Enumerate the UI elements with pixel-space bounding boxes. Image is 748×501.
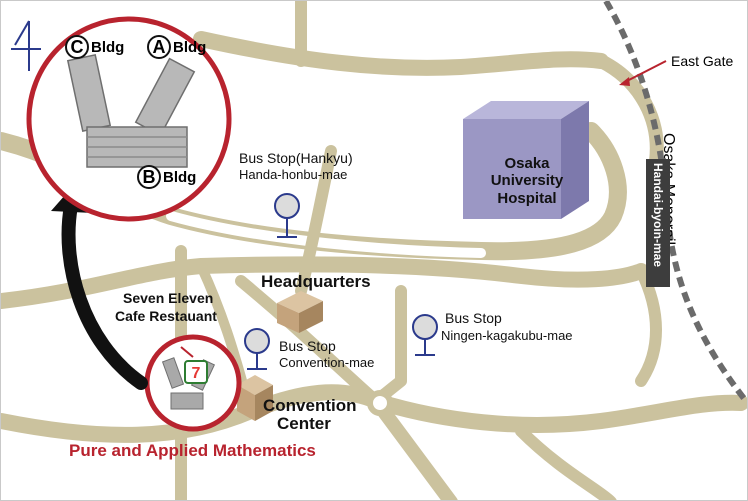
bldg-c-word: Bldg <box>91 38 125 56</box>
east-gate-pointer <box>622 60 667 84</box>
convention-center-label-line1: Convention <box>263 396 357 415</box>
bus-stop-hankyu-name: Handa-honbu-mae <box>239 167 348 182</box>
seven-eleven-logo-icon: 7 <box>184 360 208 384</box>
seven-eleven-pointer <box>180 346 194 358</box>
headquarters-building <box>277 291 323 333</box>
headquarters-label: Headquarters <box>261 272 371 291</box>
inset-buildings <box>66 53 196 168</box>
svg-text:7: 7 <box>192 365 201 382</box>
station-marker <box>646 159 670 287</box>
bus-stop-ningen-label: Bus Stop <box>445 310 502 326</box>
bus-stop-hankyu-label: Bus Stop(Hankyu) <box>239 150 353 166</box>
bldg-a-word: Bldg <box>173 38 207 56</box>
convention-center-label-line2: Center <box>277 414 331 433</box>
bus-stop-convention-name: Convention-mae <box>279 355 375 370</box>
seven-eleven-label: Seven Eleven <box>123 290 214 306</box>
hospital-label-line2: Hospital <box>497 189 557 207</box>
hospital-label: Osaka University Hospital <box>471 155 583 207</box>
bldg-b-word: Bldg <box>163 168 197 186</box>
bldg-b-tag: B Bldg <box>137 165 196 189</box>
east-gate-arrowhead <box>619 77 630 86</box>
station-label: Handai-byoin-mae <box>651 163 665 268</box>
hospital-building <box>463 101 589 219</box>
pure-applied-mathematics-label: Pure and Applied Mathematics <box>69 441 316 460</box>
bus-stop-icon <box>244 328 270 370</box>
zoom-arrow <box>61 199 148 390</box>
bus-stop-icon <box>274 193 300 238</box>
bldg-c-letter: C <box>65 35 89 59</box>
bus-stop-convention-label: Bus Stop <box>279 338 336 354</box>
cafe-restaurant-label: Cafe Restauant <box>115 308 217 324</box>
bus-stop-icon <box>412 314 438 356</box>
bldg-b-letter: B <box>137 165 161 189</box>
north-arrow-icon <box>11 20 41 71</box>
bus-stop-ningen-name: Ningen-kagakubu-mae <box>441 328 573 343</box>
roundabout <box>367 390 393 416</box>
east-gate-label: East Gate <box>671 53 734 69</box>
convention-center-building <box>237 375 273 421</box>
bldg-c-tag: C Bldg <box>65 35 124 59</box>
bldg-a-tag: A Bldg <box>147 35 206 59</box>
bldg-a-letter: A <box>147 35 171 59</box>
hospital-label-line1: Osaka University <box>490 155 564 190</box>
